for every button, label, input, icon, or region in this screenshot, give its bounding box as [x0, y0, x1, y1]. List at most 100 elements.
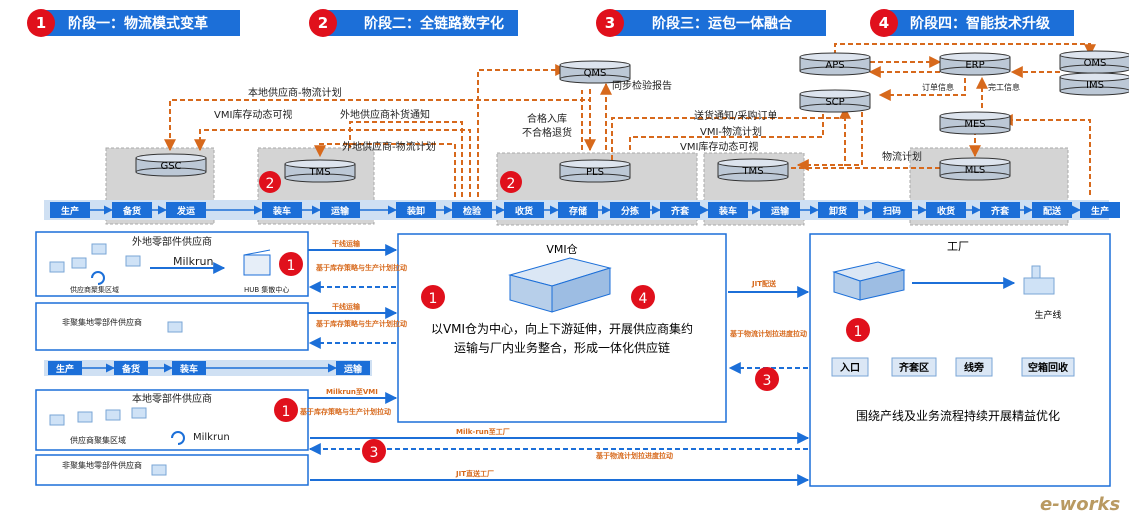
label-done-info: 完工信息: [988, 82, 1020, 92]
svg-text:Milk-run至工厂: Milk-run至工厂: [456, 428, 510, 436]
crate-icons: [49, 243, 183, 476]
process-step-label: 生产: [61, 205, 79, 217]
process-step-box: [262, 202, 302, 218]
hub-step-marker: [279, 252, 303, 276]
process-step-label: 检验: [463, 205, 482, 217]
process-step-label: 卸货: [829, 205, 847, 217]
mid-step-box: [114, 361, 148, 375]
factory-step-marker: [846, 318, 870, 342]
svg-text:QMS: QMS: [584, 68, 607, 79]
label-local-plan: 本地供应商-物流计划: [248, 86, 342, 99]
process-step-label: 发运: [176, 205, 196, 217]
pls-db-icon: PLS: [559, 159, 631, 183]
process-step-box: [112, 202, 152, 218]
process-step-label: 装车: [272, 205, 291, 217]
scp-db-icon: SCP: [799, 89, 871, 113]
process-step-box: [872, 202, 912, 218]
process-step-box: [396, 202, 436, 218]
svg-text:SCP: SCP: [825, 97, 844, 108]
phase-banner-4: 4 阶段四：智能技术升级: [870, 9, 1074, 37]
system-cylinders: GSC TMS QMS PLS TMS APS ERP OMS IMS SCP …: [135, 50, 1129, 183]
info-flows: [164, 43, 1096, 205]
process-step-box: [1032, 202, 1072, 218]
svg-text:OMS: OMS: [1084, 58, 1107, 69]
arrow-labels: 干线运输 基于库存策略与生产计划拉动 干线运输 基于库存策略与生产计划拉动 Mi…: [299, 239, 807, 478]
svg-text:IMS: IMS: [1086, 80, 1104, 91]
phase-banner-2: 2 阶段二：全链路数字化: [309, 9, 518, 37]
process-step-label: 配送: [1043, 205, 1062, 217]
gsc-db-icon: GSC: [135, 153, 207, 177]
phase-2-number: 2: [318, 14, 328, 32]
gather-area-label: 供应商聚集区域: [70, 285, 119, 294]
process-step-box: [50, 202, 90, 218]
svg-text:基于物流计划拉进度拉动: 基于物流计划拉进度拉动: [729, 329, 807, 338]
tms-db-icon-2: TMS: [717, 158, 789, 182]
process-step-label: 存储: [569, 205, 587, 217]
milkrun-label: Milkrun: [173, 255, 213, 268]
process-step-box: [1080, 202, 1120, 218]
label-vmi-visible: VMI库存动态可视: [214, 108, 292, 121]
factory-zones: 入口齐套区线旁空箱回收: [831, 357, 1075, 377]
factory-zone-box: [891, 357, 937, 377]
mid-step-label: 生产: [56, 363, 74, 375]
process-step-box: [166, 202, 206, 218]
process-step-label: 收货: [515, 205, 533, 217]
phase-2-label: 阶段二：全链路数字化: [364, 15, 504, 32]
remote-supplier-label: 外地零部件供应商: [132, 235, 212, 248]
svg-text:TMS: TMS: [741, 166, 763, 177]
aps-db-icon: APS: [799, 52, 871, 76]
phase-3-number: 3: [605, 14, 615, 32]
svg-text:PLS: PLS: [586, 167, 604, 178]
factory-zone-label: 线旁: [964, 361, 984, 374]
mid-step-label: 备货: [121, 363, 140, 375]
svg-text:JIT直送工厂: JIT直送工厂: [455, 469, 494, 478]
step-markers: 2 2: [259, 171, 522, 193]
local-gather-label: 供应商聚集区域: [70, 435, 126, 445]
non-gather-remote-label: 非聚集地零部件供应商: [62, 317, 142, 327]
process-step-label: 运输: [771, 205, 790, 217]
mes-db-icon: MES: [939, 111, 1011, 135]
vmi-step-marker-4: [631, 285, 655, 309]
factory-zone-box: [831, 357, 869, 377]
vmi-desc-line-1: 以VMI仓为中心，向上下游延伸，开展供应商集约: [431, 321, 693, 336]
svg-text:基于库存策略与生产计划拉动: 基于库存策略与生产计划拉动: [315, 319, 407, 328]
process-step-box: [708, 202, 748, 218]
svg-text:基于库存策略与生产计划拉动: 基于库存策略与生产计划拉动: [299, 407, 391, 416]
process-step-label: 扫码: [883, 205, 901, 217]
process-row: 生产备货发运装车运输装卸检验收货存储分拣齐套装车运输卸货扫码收货齐套配送生产: [50, 202, 1120, 218]
process-step-box: [760, 202, 800, 218]
factory-zone-label: 空箱回收: [1028, 361, 1068, 374]
oms-db-icon: OMS: [1059, 50, 1129, 74]
svg-text:基于库存策略与生产计划拉动: 基于库存策略与生产计划拉动: [315, 263, 407, 272]
process-step-label: 备货: [122, 205, 141, 217]
svg-text:4: 4: [639, 291, 648, 307]
physical-flows: [308, 244, 810, 486]
factory-footer: 围绕产线及业务流程持续开展精益优化: [856, 408, 1060, 423]
label-fail-return: 不合格退货: [522, 126, 572, 139]
label-remote-plan: 外地供应商-物流计划: [342, 140, 436, 153]
mls-db-icon: MLS: [939, 157, 1011, 181]
process-step-label: 齐套: [991, 205, 1010, 217]
warehouse-icon: [508, 257, 612, 313]
process-step-box: [610, 202, 650, 218]
process-step-label: 收货: [937, 205, 955, 217]
non-gather-local-label: 非聚集地零部件供应商: [62, 460, 142, 470]
vmi-title: VMI仓: [546, 242, 577, 256]
phase-4-label: 阶段四：智能技术升级: [910, 15, 1051, 32]
phase-4-number: 4: [879, 14, 889, 32]
svg-text:MLS: MLS: [965, 165, 986, 176]
svg-text:ERP: ERP: [965, 60, 984, 71]
phase-banner-1: 1 阶段一：物流模式变革: [27, 9, 240, 37]
process-step-label: 装车: [718, 205, 737, 217]
svg-text:TMS: TMS: [308, 167, 330, 178]
svg-text:MES: MES: [964, 119, 985, 130]
mid-step-box: [336, 361, 370, 375]
hub-label: HUB 集散中心: [244, 285, 289, 294]
process-step-box: [980, 202, 1020, 218]
svg-text:干线运输: 干线运输: [332, 239, 361, 248]
erp-db-icon: ERP: [939, 52, 1011, 76]
mid-step-label: 运输: [344, 363, 363, 375]
process-step-box: [558, 202, 598, 218]
svg-text:3: 3: [370, 445, 379, 461]
svg-text:Milkrun至VMI: Milkrun至VMI: [326, 388, 378, 396]
